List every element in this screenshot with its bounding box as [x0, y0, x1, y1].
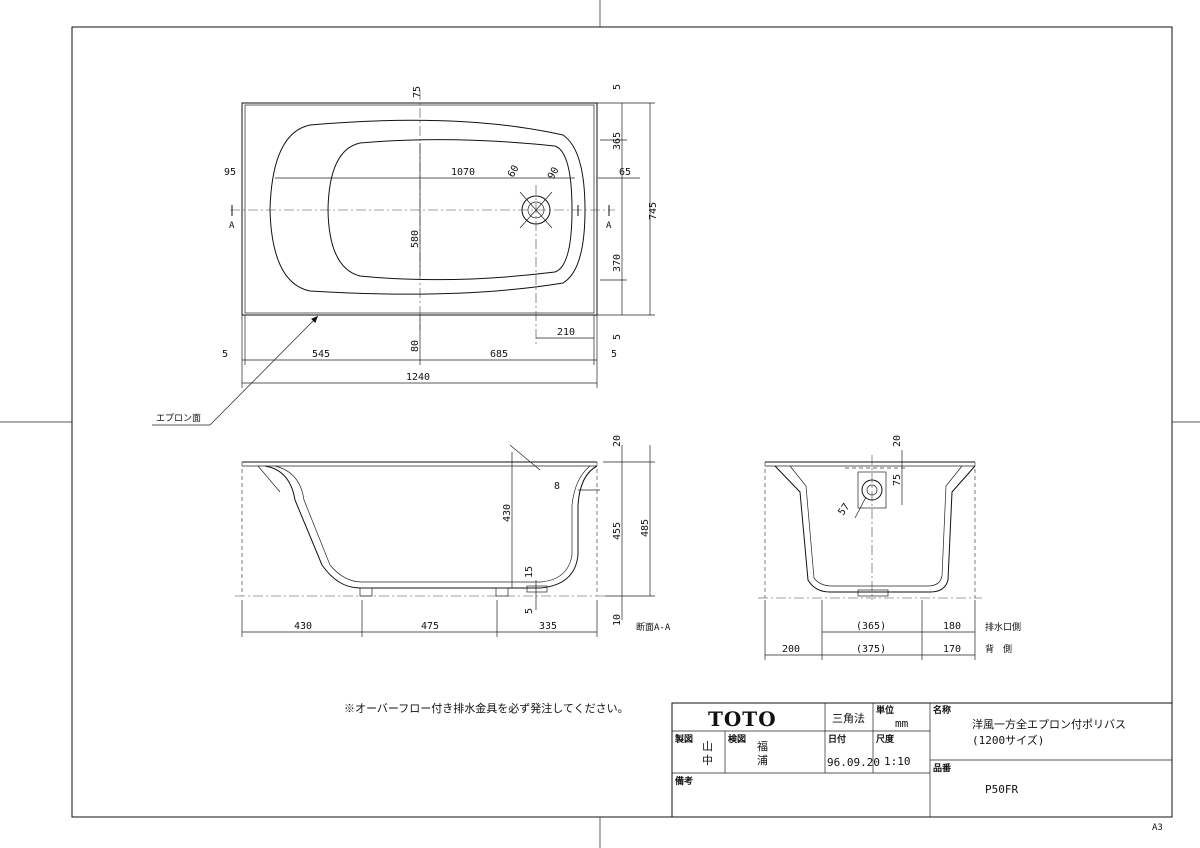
- drain-side-label: 排水口側: [985, 621, 1021, 633]
- dim-plan-65: 65: [619, 167, 631, 178]
- dim-plan-5-bottom: 5: [612, 334, 623, 340]
- product-name-line1: 洋風一方全エプロン付ポリバス: [972, 717, 1126, 731]
- dim-plan-60: 60: [506, 164, 522, 180]
- dim-sec-485: 485: [640, 519, 651, 537]
- dim-end-375: (375): [856, 644, 886, 655]
- drawn-by-2: 中: [702, 754, 713, 767]
- part-no-label: 品番: [933, 762, 952, 774]
- dim-sec-20: 20: [612, 435, 623, 447]
- dim-end-365: (365): [856, 621, 886, 632]
- checked-by-2: 浦: [757, 754, 768, 767]
- dim-plan-80: 80: [410, 340, 421, 352]
- apron-label: エプロン面: [156, 413, 201, 424]
- dim-sec-475: 475: [421, 621, 439, 632]
- dim-plan-210: 210: [557, 327, 575, 338]
- dim-plan-745: 745: [648, 202, 659, 220]
- dim-plan-75: 75: [412, 86, 423, 98]
- checked-by-1: 福: [757, 739, 768, 753]
- name-label: 名称: [933, 704, 951, 716]
- date-label: 日付: [828, 733, 846, 745]
- part-no-value: P50FR: [985, 783, 1018, 796]
- section-marker-left: A: [229, 221, 235, 231]
- dim-plan-685: 685: [490, 349, 508, 360]
- section-view: [235, 444, 655, 637]
- dim-end-170: 170: [943, 644, 961, 655]
- scale-value: 1:10: [884, 755, 911, 768]
- dim-plan-95: 95: [224, 167, 236, 178]
- dim-plan-580: 580: [410, 230, 421, 248]
- dim-plan-545: 545: [312, 349, 330, 360]
- projection-label: 三角法: [832, 711, 865, 725]
- dim-plan-5-left: 5: [222, 349, 228, 360]
- dim-end-180: 180: [943, 621, 961, 632]
- dim-plan-90: 90: [546, 166, 562, 182]
- order-note: ※オーバーフロー付き排水金具を必ず発注してください。: [344, 701, 629, 715]
- dim-end-20: 20: [892, 435, 903, 447]
- dim-sec-10: 10: [612, 614, 623, 626]
- dim-plan-5-top: 5: [612, 84, 623, 90]
- dim-plan-365: 365: [612, 132, 623, 150]
- dim-plan-370: 370: [612, 254, 623, 272]
- remarks-label: 備考: [675, 775, 693, 787]
- unit-value: mm: [895, 717, 909, 730]
- drawn-label: 製図: [674, 733, 693, 745]
- dim-sec-335: 335: [539, 621, 557, 632]
- section-marker-right: A: [606, 221, 612, 231]
- end-view: [758, 450, 982, 660]
- dim-plan-1070: 1070: [451, 167, 475, 178]
- section-label: 断面A-A: [636, 621, 671, 633]
- checked-label: 検図: [728, 733, 746, 745]
- dim-sec-455: 455: [612, 522, 623, 540]
- plan-view: [152, 90, 655, 426]
- unit-label: 単位: [876, 704, 894, 716]
- dim-plan-1240: 1240: [406, 372, 430, 383]
- dim-end-75: 75: [892, 474, 903, 486]
- product-name-line2: (1200サイズ): [972, 733, 1044, 747]
- title-block: [671, 702, 1173, 818]
- dim-sec-430-h: 430: [294, 621, 312, 632]
- dim-sec-15: 15: [524, 566, 535, 578]
- back-side-label: 背 側: [985, 643, 1012, 655]
- drawn-by-1: 山: [702, 740, 713, 753]
- dim-end-57: 57: [836, 502, 852, 518]
- dim-sec-430-v: 430: [502, 504, 513, 522]
- dim-sec-8: 8: [554, 481, 560, 492]
- sheet-size-label: A3: [1152, 823, 1163, 833]
- dim-sec-5: 5: [524, 608, 535, 614]
- dim-end-200: 200: [782, 644, 800, 655]
- dim-plan-5-right: 5: [611, 349, 617, 360]
- scale-label: 尺度: [876, 733, 895, 745]
- date-value: 96.09.20: [827, 756, 880, 769]
- toto-logo: TOTO: [708, 707, 777, 731]
